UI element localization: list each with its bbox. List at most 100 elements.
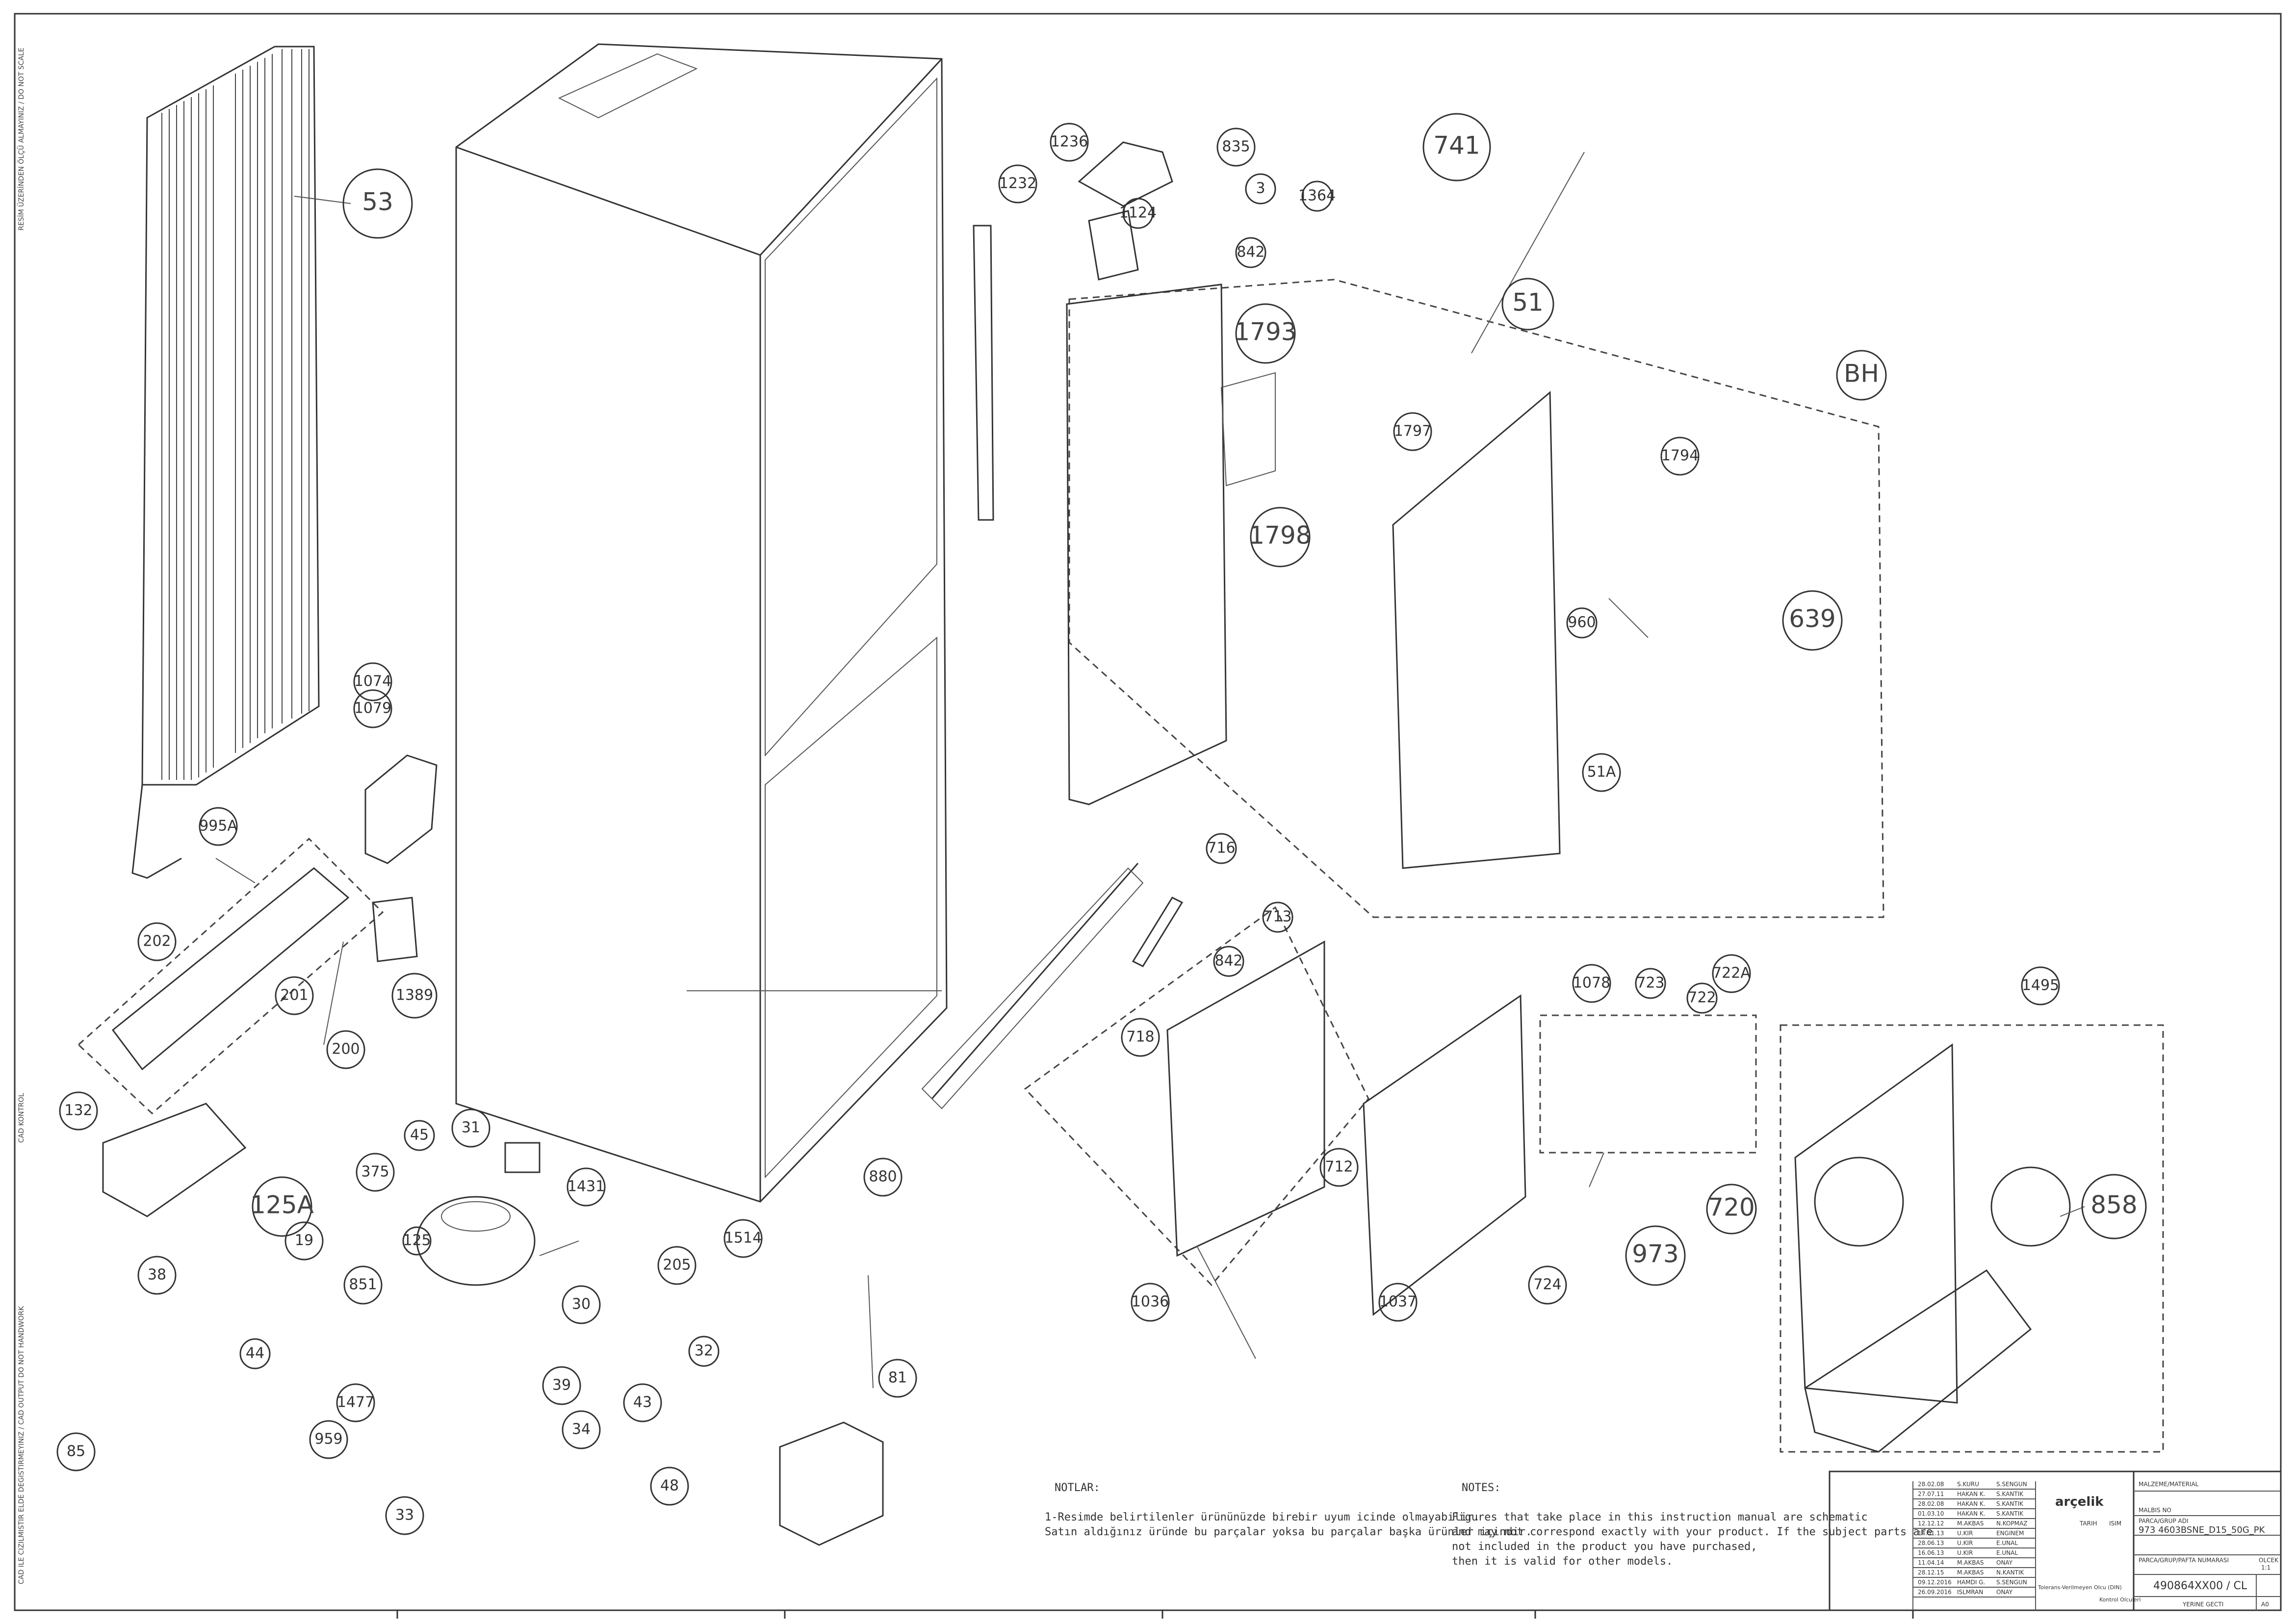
callout-label: 1495 bbox=[2022, 977, 2059, 994]
callout-1364: 1364 bbox=[1298, 180, 1336, 212]
callout-circle bbox=[404, 1120, 435, 1151]
callout-label: 639 bbox=[1789, 605, 1835, 633]
callout-201: 201 bbox=[275, 976, 314, 1015]
callout-1037: 1037 bbox=[1378, 1283, 1418, 1322]
callout-label: 741 bbox=[1433, 131, 1480, 160]
callout-713: 713 bbox=[1262, 902, 1293, 933]
revision-cell: U.KIR bbox=[1957, 1540, 1973, 1547]
callout-1036: 1036 bbox=[1131, 1283, 1170, 1322]
title-isim: ISIM bbox=[2109, 1520, 2121, 1527]
callout-label: 51A bbox=[1587, 764, 1616, 781]
callout-circle bbox=[1378, 1283, 1418, 1322]
notes-tr-title: NOTLAR: bbox=[1055, 1482, 1100, 1494]
callout-31: 31 bbox=[451, 1108, 490, 1148]
bottom-cover-group-outline bbox=[1780, 1024, 2164, 1453]
callout-1078: 1078 bbox=[1572, 964, 1611, 1003]
callout-200: 200 bbox=[326, 1030, 365, 1069]
title-partno-label: MALBIS NO bbox=[2139, 1507, 2171, 1514]
callout-722a: 722A bbox=[1712, 954, 1751, 993]
callout-205: 205 bbox=[657, 1246, 697, 1285]
callout-label: 880 bbox=[869, 1168, 897, 1186]
revision-cell: U.KIR bbox=[1957, 1530, 1973, 1537]
callout-label: 1389 bbox=[396, 987, 433, 1004]
callout-label: 1794 bbox=[1661, 447, 1699, 464]
callout-circle bbox=[2081, 1174, 2147, 1239]
side-text-cad: CAD ILE CIZILMISTIR ELDE DEGISTIRMEYINIZ… bbox=[18, 1306, 26, 1584]
callout-circle bbox=[863, 1158, 903, 1197]
title-tarih: TARIH bbox=[2079, 1520, 2097, 1527]
callout-circle bbox=[623, 1383, 662, 1422]
base-plate-group-outline bbox=[77, 837, 384, 1115]
callout-label: 959 bbox=[314, 1431, 342, 1448]
callout-label: 995A bbox=[199, 818, 237, 835]
callout-label: 125A bbox=[250, 1191, 314, 1219]
callout-label: 19 bbox=[295, 1232, 313, 1249]
callout-label: 1797 bbox=[1394, 423, 1431, 440]
callout-circle bbox=[56, 1432, 96, 1471]
callout-circle bbox=[451, 1108, 490, 1148]
callout-1797: 1797 bbox=[1393, 412, 1432, 451]
callout-label: 81 bbox=[888, 1369, 907, 1387]
callout-1232: 1232 bbox=[998, 164, 1037, 204]
callout-circle bbox=[343, 1265, 383, 1305]
callout-circle bbox=[1319, 1148, 1359, 1187]
callout-44: 44 bbox=[239, 1338, 271, 1369]
callout-33: 33 bbox=[385, 1496, 424, 1535]
rear-panel-group-outline bbox=[1068, 279, 1884, 918]
title-size: A0 bbox=[2261, 1601, 2269, 1608]
callout-38: 38 bbox=[137, 1256, 177, 1295]
callout-circle bbox=[342, 168, 413, 239]
callout-circle bbox=[1836, 350, 1887, 401]
callout-circle bbox=[567, 1167, 606, 1207]
callout-label: 842 bbox=[1214, 953, 1242, 970]
callout-label: 201 bbox=[280, 987, 308, 1004]
notes-en-title: NOTES: bbox=[1462, 1482, 1500, 1494]
callout-circle bbox=[199, 807, 238, 846]
callout-1793: 1793 bbox=[1234, 303, 1297, 364]
callout-43: 43 bbox=[623, 1383, 662, 1422]
callout-label: 718 bbox=[1126, 1029, 1154, 1046]
callout-label: 1514 bbox=[724, 1230, 762, 1247]
callout-30: 30 bbox=[562, 1285, 601, 1324]
callout-label: 716 bbox=[1207, 840, 1235, 857]
callout-132: 132 bbox=[59, 1091, 98, 1131]
revision-cell: U.KIR bbox=[1957, 1549, 1973, 1556]
notes-tr-line-2: Satın aldığınız üründe bu parçalar yoksa… bbox=[1045, 1526, 1532, 1538]
callout-circle bbox=[1050, 123, 1089, 162]
callout-1798: 1798 bbox=[1249, 507, 1312, 567]
title-sheet: YERINE GECTI bbox=[2182, 1601, 2223, 1608]
callout-label: 1364 bbox=[1298, 187, 1336, 205]
revision-cell: S.KURU bbox=[1957, 1481, 1979, 1488]
callout-circle bbox=[1501, 278, 1554, 331]
callout-circle bbox=[2021, 966, 2060, 1005]
revision-cell: M.AKBAS bbox=[1957, 1520, 1984, 1527]
revision-cell: 09.12.2016 bbox=[1918, 1579, 1952, 1586]
callout-960: 960 bbox=[1566, 607, 1598, 639]
callout-label: 1431 bbox=[568, 1178, 605, 1195]
title-brand: arçelik bbox=[2055, 1495, 2104, 1509]
notes-en-line-3: not included in the product you have pur… bbox=[1452, 1541, 1757, 1553]
callout-circle bbox=[1235, 237, 1266, 268]
revision-cell: 01.03.10 bbox=[1918, 1510, 1944, 1517]
revision-cell: S.SENGUN bbox=[1996, 1579, 2027, 1586]
callout-724: 724 bbox=[1528, 1265, 1567, 1305]
notes-en-line-1: Figures that take place in this instruct… bbox=[1452, 1511, 1868, 1523]
callout-label: 38 bbox=[148, 1266, 166, 1284]
callout-label: BH bbox=[1844, 360, 1879, 388]
callout-375: 375 bbox=[356, 1153, 395, 1192]
callout-circle bbox=[1216, 128, 1256, 167]
leader-lines bbox=[215, 152, 2085, 1389]
revision-cell: ENGINEM bbox=[1996, 1530, 2024, 1537]
revision-cell: 28.02.08 bbox=[1918, 1481, 1944, 1488]
evaporator-group-outline bbox=[1024, 906, 1369, 1287]
callout-circle bbox=[1245, 173, 1276, 205]
revision-cell: HAKAN K. bbox=[1957, 1500, 1986, 1507]
callout-circle bbox=[1635, 968, 1666, 999]
callout-circle bbox=[1422, 113, 1491, 181]
revision-cell: S.KANTIK bbox=[1996, 1491, 2024, 1497]
callout-circle bbox=[1660, 437, 1700, 476]
callout-label: 3 bbox=[1256, 180, 1265, 197]
callout-label: 31 bbox=[462, 1119, 480, 1136]
callout-label: 1793 bbox=[1234, 318, 1296, 346]
